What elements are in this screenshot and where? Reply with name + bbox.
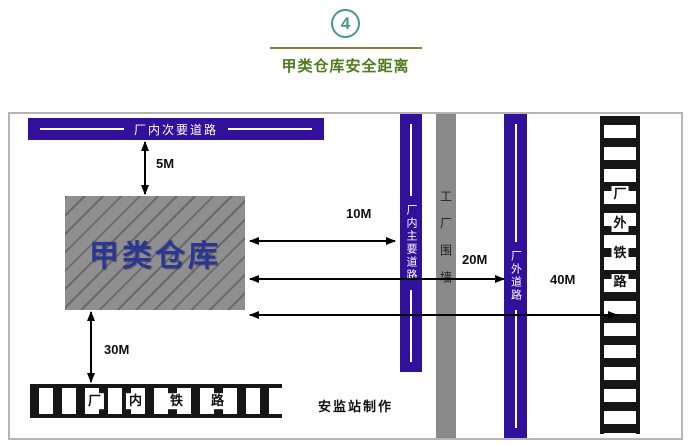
- warehouse-label: 甲类仓库: [89, 240, 221, 273]
- main-road-label: 厂内主要道路: [405, 204, 417, 282]
- distance-arrow-30m: [90, 312, 92, 382]
- distance-label-20m: 20M: [462, 252, 488, 267]
- outside-railway-label: 厂外铁路: [611, 186, 629, 291]
- step-number-badge: 4: [331, 9, 360, 38]
- distance-label-30m: 30M: [104, 342, 130, 357]
- factory-wall-label: 工厂围墙: [438, 190, 453, 298]
- road-marking-line: [514, 124, 517, 242]
- distance-arrow-40m: [250, 314, 617, 316]
- page-title: 甲类仓库安全距离: [281, 58, 410, 75]
- road-marking-line: [410, 124, 412, 196]
- credit-text: 安监站制作: [318, 399, 394, 414]
- distance-arrow-5m: [144, 142, 146, 194]
- secondary-road: 厂内次要道路: [28, 118, 324, 140]
- road-marking-line: [410, 290, 412, 362]
- distance-label-10m: 10M: [346, 206, 372, 221]
- distance-arrow-10m: [250, 240, 395, 242]
- distance-label-5m: 5M: [156, 156, 175, 171]
- outside-road-label: 厂外道路: [509, 250, 522, 302]
- title-divider: [269, 47, 422, 49]
- main-road: 厂内主要道路: [400, 114, 422, 372]
- outside-road: 厂外道路: [504, 114, 527, 438]
- road-marking-line: [514, 310, 517, 428]
- outside-railway: 厂外铁路: [600, 116, 640, 434]
- diagram-frame: 厂内次要道路 甲类仓库 厂内主要道路 工厂围墙 厂外道路 厂外铁路: [8, 112, 683, 440]
- distance-arrow-20m: [250, 278, 504, 280]
- secondary-road-label: 厂内次要道路: [134, 122, 219, 137]
- road-marking-line: [228, 128, 313, 130]
- factory-wall: 工厂围墙: [436, 114, 456, 438]
- distance-label-40m: 40M: [550, 272, 576, 287]
- inside-railway: 厂内铁路: [30, 384, 282, 418]
- inside-railway-label: 厂内铁路: [84, 393, 228, 409]
- road-marking-line: [40, 128, 124, 130]
- warehouse-box: 甲类仓库: [65, 196, 245, 310]
